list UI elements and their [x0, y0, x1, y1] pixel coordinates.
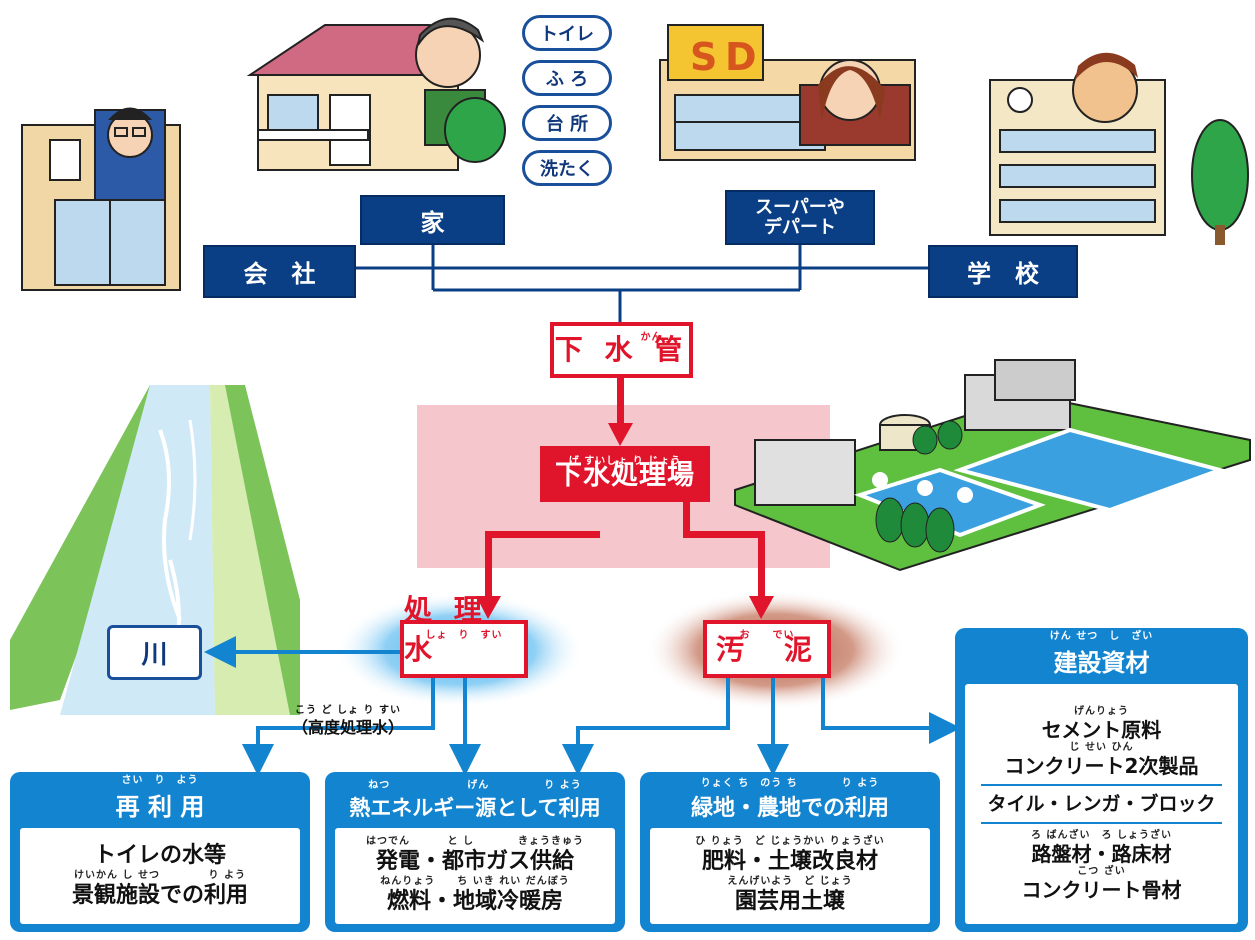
blue-flow-arrows: [204, 636, 961, 776]
sludge-box: お でい 汚 泥: [703, 620, 831, 678]
treated-water-box: しょ り すい 処 理 水: [400, 593, 528, 678]
energy-line-1: 発電・都市ガス供給: [375, 849, 574, 874]
panel-reuse-body: トイレの水等 けいかん し せつ り よう 景観施設での利用: [20, 828, 300, 924]
panel-construction-body: げんりょう セメント原料 じ せい ひん コンクリート2次製品 タイル・レンガ・…: [965, 684, 1238, 924]
reuse-line-2: 景観施設での利用: [71, 883, 248, 908]
panel-green-title-ruby: りょく ち のう ち り よう: [700, 778, 880, 789]
panel-reuse: さい り よう 再 利 用 トイレの水等 けいかん し せつ り よう 景観施設…: [10, 772, 310, 932]
advanced-treated-ruby: こう ど しょ り すい: [295, 705, 401, 716]
panel-green-body: ひ りょう ど じょうかい りょうざい 肥料・土壌改良材 えんげいよう ど じょ…: [650, 828, 930, 924]
panel-construction: けん せつ し ざい 建設資材 げんりょう セメント原料 じ せい ひん コンク…: [955, 628, 1248, 932]
construction-divider-2: [981, 822, 1222, 824]
construction-line-1: セメント原料: [1041, 718, 1162, 742]
office-building-illustration: [21, 107, 181, 291]
construction-line-4-ruby: ろ ばんざい ろ しょうざい: [1031, 830, 1172, 841]
treatment-plant-ruby: げ すいしょ り じょう: [568, 456, 682, 467]
panel-green-title: 緑地・農地での利用: [690, 796, 889, 821]
panel-energy-title: 熱エネルギー源として利用: [349, 796, 601, 820]
source-home: 家: [360, 195, 505, 245]
advanced-treated-label: （高度処理水）: [291, 718, 404, 737]
source-company: 会 社: [203, 245, 356, 298]
supermarket-illustration: S D: [659, 24, 916, 161]
treated-water-ruby: しょ り すい: [425, 630, 503, 641]
activity-bath: ふ ろ: [522, 60, 612, 96]
panel-energy-header: ねつ げん り よう 熱エネルギー源として利用: [325, 772, 625, 830]
energy-line-2: 燃料・地域冷暖房: [386, 889, 563, 914]
panel-construction-title: 建設資材: [1053, 649, 1150, 677]
advanced-treated-water: こう ど しょ り すい （高度処理水）: [268, 705, 428, 739]
construction-divider-1: [981, 784, 1222, 786]
sludge-label: 汚 泥: [715, 633, 818, 666]
panel-reuse-title-ruby: さい り よう: [121, 775, 199, 786]
red-flow-arrows: [476, 378, 774, 619]
source-school: 学 校: [928, 245, 1078, 298]
sewer-pipe-box: かん 下 水 管: [550, 322, 693, 378]
construction-line-1-ruby: げんりょう: [1074, 706, 1129, 717]
sewer-pipe-label: 下 水 管: [554, 333, 689, 366]
sludge-ruby: お でい: [739, 630, 795, 641]
construction-line-4: 路盤材・路床材: [1031, 842, 1172, 866]
panel-energy: ねつ げん り よう 熱エネルギー源として利用 はつでん と し きょうきゅう …: [325, 772, 625, 932]
panel-reuse-title: 再 利 用: [115, 793, 205, 821]
panel-green: りょく ち のう ち り よう 緑地・農地での利用 ひ りょう ど じょうかい …: [640, 772, 940, 932]
green-line-2-ruby: えんげいよう ど じょう: [727, 876, 853, 887]
panel-energy-body: はつでん と し きょうきゅう 発電・都市ガス供給 ねんりょう ち いき れい …: [335, 828, 615, 924]
green-line-2: 園芸用土壌: [734, 889, 845, 914]
energy-line-2-ruby: ねんりょう ち いき れい だんぼう: [380, 876, 570, 887]
collection-pipes: [355, 245, 930, 322]
construction-line-3: タイル・レンガ・ブロック: [987, 793, 1216, 815]
green-line-1: 肥料・土壌改良材: [701, 849, 878, 874]
treatment-plant-illustration: [734, 359, 1251, 572]
construction-line-2: コンクリート2次製品: [1004, 754, 1199, 778]
svg-text:S: S: [690, 35, 717, 79]
panel-reuse-header: さい り よう 再 利 用: [10, 772, 310, 830]
reuse-line-1: トイレの水等: [93, 843, 226, 868]
energy-line-1-ruby: はつでん と し きょうきゅう: [366, 836, 584, 847]
panel-construction-title-ruby: けん せつ し ざい: [1049, 631, 1154, 642]
construction-line-5: コンクリート骨材: [1021, 878, 1182, 902]
river-box: 川: [107, 625, 202, 680]
panel-construction-header: けん せつ し ざい 建設資材: [955, 628, 1248, 686]
svg-text:D: D: [725, 35, 757, 79]
panel-green-header: りょく ち のう ち り よう 緑地・農地での利用: [640, 772, 940, 830]
activity-laundry: 洗たく: [522, 150, 612, 186]
activity-toilet: トイレ: [522, 15, 612, 51]
school-illustration: [989, 52, 1249, 245]
activity-kitchen: 台 所: [522, 105, 612, 141]
panel-energy-title-ruby: ねつ げん り よう: [368, 780, 582, 791]
house-illustration: [246, 17, 506, 171]
treated-water-label: 処 理 水: [404, 593, 488, 666]
treatment-plant-label: 下水処理場: [555, 460, 695, 491]
construction-line-2-ruby: じ せい ひん: [1069, 742, 1134, 753]
green-line-1-ruby: ひ りょう ど じょうかい りょうざい: [695, 836, 885, 847]
construction-line-5-ruby: こつ ざい: [1077, 866, 1126, 877]
sewer-pipe-ruby: かん: [640, 332, 663, 343]
reuse-line-2-ruby: けいかん し せつ り よう: [74, 870, 246, 881]
treatment-plant-box: げ すいしょ り じょう 下水処理場: [540, 446, 710, 502]
source-supermarket: スーパーや デパート: [725, 190, 875, 245]
